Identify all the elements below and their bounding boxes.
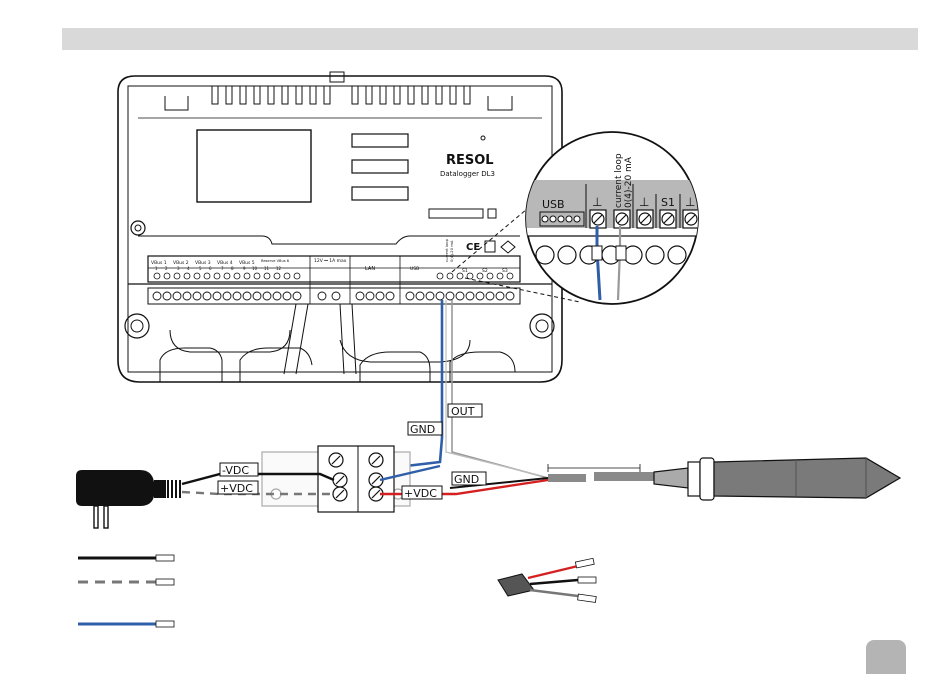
svg-text:CE: CE <box>466 242 480 253</box>
page-tab <box>866 640 906 674</box>
magnifier-s1-label: S1 <box>661 196 675 209</box>
label-neg-vdc: -VDC <box>222 464 249 477</box>
magnifier-ground-label: ⊥ <box>592 195 602 209</box>
brand-logo: RESOL <box>446 153 494 168</box>
legend-wire-blue <box>78 621 174 627</box>
terminal-label-usb: USB <box>410 266 419 272</box>
label-gnd-upper: GND <box>410 423 435 436</box>
svg-text:10: 10 <box>252 266 258 271</box>
magnifier-usb-label: USB <box>542 198 565 211</box>
terminal-label-s3: S3 <box>502 268 508 274</box>
terminal-label-power: 12V ⎓ 1A max <box>314 258 347 264</box>
svg-text:11: 11 <box>264 266 270 271</box>
magnifier-ground-label-2: ⊥ <box>639 195 649 209</box>
pressure-sensor <box>654 458 900 500</box>
wire-legend <box>78 555 174 627</box>
terminal-label-current-range: 0(4)-20 mA <box>449 240 454 262</box>
device-model: Datalogger DL3 <box>440 170 495 178</box>
magnifier-current-range-label: 0(4)-20 mA <box>624 156 634 208</box>
legend-wire-gray-striped <box>78 579 174 585</box>
magnifier-current-loop-label: current loop <box>614 153 624 208</box>
svg-text:12: 12 <box>276 266 282 271</box>
terminal-label-vbus6: Reserve VBus 6 <box>261 259 290 263</box>
label-pos-vdc-left: +VDC <box>220 482 253 495</box>
terminal-label-s2: S2 <box>482 268 488 274</box>
label-pos-vdc-right: +VDC <box>404 487 437 500</box>
label-gnd-lower: GND <box>454 473 479 486</box>
magnifier-ground-label-3: ⊥ <box>685 195 695 209</box>
terminal-label-lan: LAN <box>365 266 375 272</box>
legend-wire-black <box>78 555 174 561</box>
terminal-screws <box>153 292 514 300</box>
power-supply <box>76 470 180 528</box>
terminal-label-s1: S1 <box>462 268 468 274</box>
datalogger-device <box>118 72 562 382</box>
label-out: OUT <box>451 405 475 418</box>
sensor-cable-end <box>498 558 596 602</box>
